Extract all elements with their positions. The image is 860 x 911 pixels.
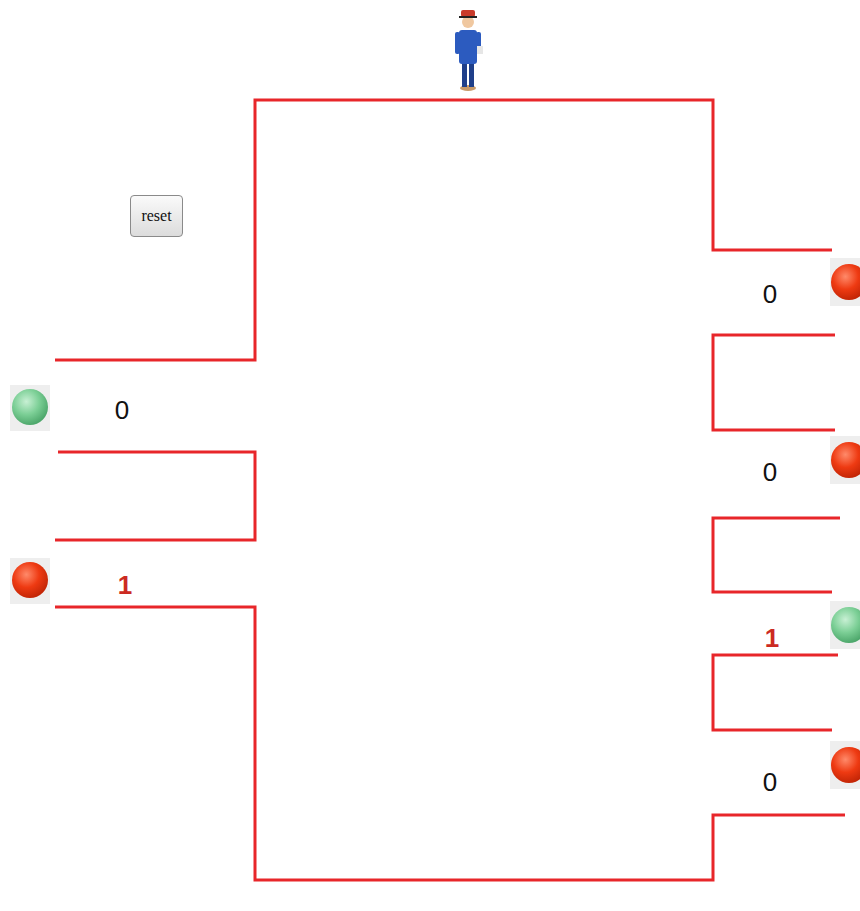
cap-brim [459, 16, 477, 18]
wall [55, 100, 832, 360]
arm [455, 32, 460, 54]
wall [713, 518, 840, 592]
wall [55, 607, 845, 880]
red-light [831, 747, 860, 783]
cap [461, 10, 475, 17]
track-walls [55, 100, 845, 880]
wall [713, 655, 838, 730]
active-digit: 1 [118, 572, 132, 598]
light-ground [10, 558, 50, 604]
wall [713, 335, 835, 430]
light-ground [10, 385, 50, 431]
state-digit: 0 [763, 281, 777, 307]
reset-button: reset [130, 195, 183, 237]
red-light [831, 264, 860, 300]
button-label: reset [141, 207, 171, 225]
state-digit: 0 [763, 459, 777, 485]
policeman-figure [455, 10, 483, 91]
leg [469, 62, 474, 87]
signal-lights [10, 258, 860, 789]
leg [462, 62, 467, 87]
active-digit: 1 [765, 625, 779, 651]
green-light [831, 607, 860, 643]
paper [477, 46, 483, 54]
wall [55, 452, 255, 540]
green-light [12, 389, 48, 425]
state-digit: 0 [763, 769, 777, 795]
state-digit: 0 [115, 397, 129, 423]
uniform [459, 30, 477, 64]
red-light [12, 562, 48, 598]
red-light [831, 442, 860, 478]
